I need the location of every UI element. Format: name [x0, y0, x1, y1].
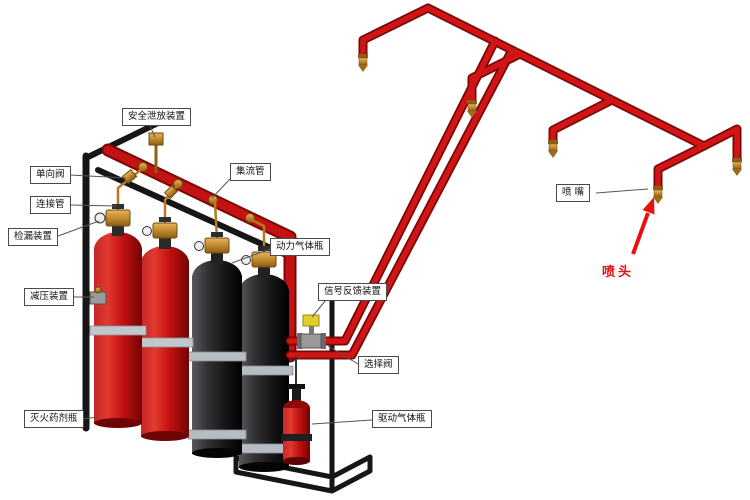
label-pressure-reducer: 减压装置 [24, 288, 75, 306]
nozzle-5 [732, 158, 742, 176]
leader-selector-valve [327, 345, 359, 365]
leader-driving-gas-cylinder [311, 419, 373, 425]
cylinder-valve [204, 237, 230, 254]
cylinder-valve [152, 222, 178, 239]
driving-gas-cylinder [281, 356, 312, 465]
cylinder-strap [187, 429, 247, 440]
cylinder-strap [234, 365, 294, 376]
leader-power-gas-cylinder [231, 248, 271, 264]
nozzle-2 [467, 100, 477, 118]
nozzle-4 [653, 186, 663, 204]
label-safety-relief-device: 安全泄放装置 [122, 108, 192, 126]
label-connecting-pipe: 连接管 [30, 196, 71, 214]
leader-check-valve [69, 174, 127, 179]
check-valve [121, 168, 138, 185]
frame-base [233, 454, 373, 494]
selector-valve [297, 333, 326, 349]
pressure-reducing-device [89, 286, 107, 305]
cylinder-valve [105, 209, 131, 227]
cylinder-strap [136, 337, 194, 348]
safety-relief-device [148, 132, 164, 173]
leader-nozzle [595, 188, 649, 194]
leader-agent-cylinder [81, 416, 99, 420]
nozzle-3 [548, 140, 558, 158]
cylinder-strap [281, 434, 312, 441]
leader-leak-detector [57, 220, 100, 237]
pressure-gauge [94, 212, 106, 224]
label-leak-detector: 检漏装置 [8, 228, 59, 246]
pipe-network [285, 3, 742, 360]
support-frame [82, 119, 373, 494]
leader-lines [57, 125, 649, 425]
label-selector-valve: 选择阀 [358, 356, 399, 374]
frame-top-bar [83, 119, 163, 161]
label-agent-cylinder: 灭火药剂瓶 [24, 410, 84, 428]
label-manifold: 集流管 [230, 163, 271, 181]
leader-connecting-pipe [69, 204, 117, 207]
power-gas-cylinder-1 [187, 232, 247, 458]
power-gas-cylinder-2 [234, 246, 294, 472]
pressure-gauge [194, 241, 204, 251]
nozzle-1 [358, 54, 368, 72]
label-driving-gas-cylinder: 驱动气体瓶 [372, 410, 432, 428]
agent-cylinder-1 [89, 204, 147, 428]
check-valve-2 [163, 184, 179, 200]
cylinder-strap [89, 325, 147, 336]
label-nozzle: 喷 嘴 [556, 184, 591, 202]
label-check-valve: 单向阀 [30, 166, 71, 184]
cylinder-strap [187, 351, 247, 362]
label-signal-feedback-device: 信号反馈装置 [318, 283, 388, 301]
spray-head-arrow-label: 喷头 [602, 265, 635, 280]
spray-head-arrow [631, 197, 655, 255]
leader-safety-relief-device [149, 125, 156, 138]
leader-manifold [211, 177, 232, 199]
signal-feedback-device [302, 314, 320, 334]
nozzles [358, 54, 742, 204]
label-power-gas-cylinder: 动力气体瓶 [270, 238, 330, 256]
frame-manifold-rail [95, 167, 287, 257]
pressure-gauge [142, 226, 152, 236]
leader-signal-feedback-device [311, 299, 327, 318]
manifold-pipe [101, 143, 297, 363]
